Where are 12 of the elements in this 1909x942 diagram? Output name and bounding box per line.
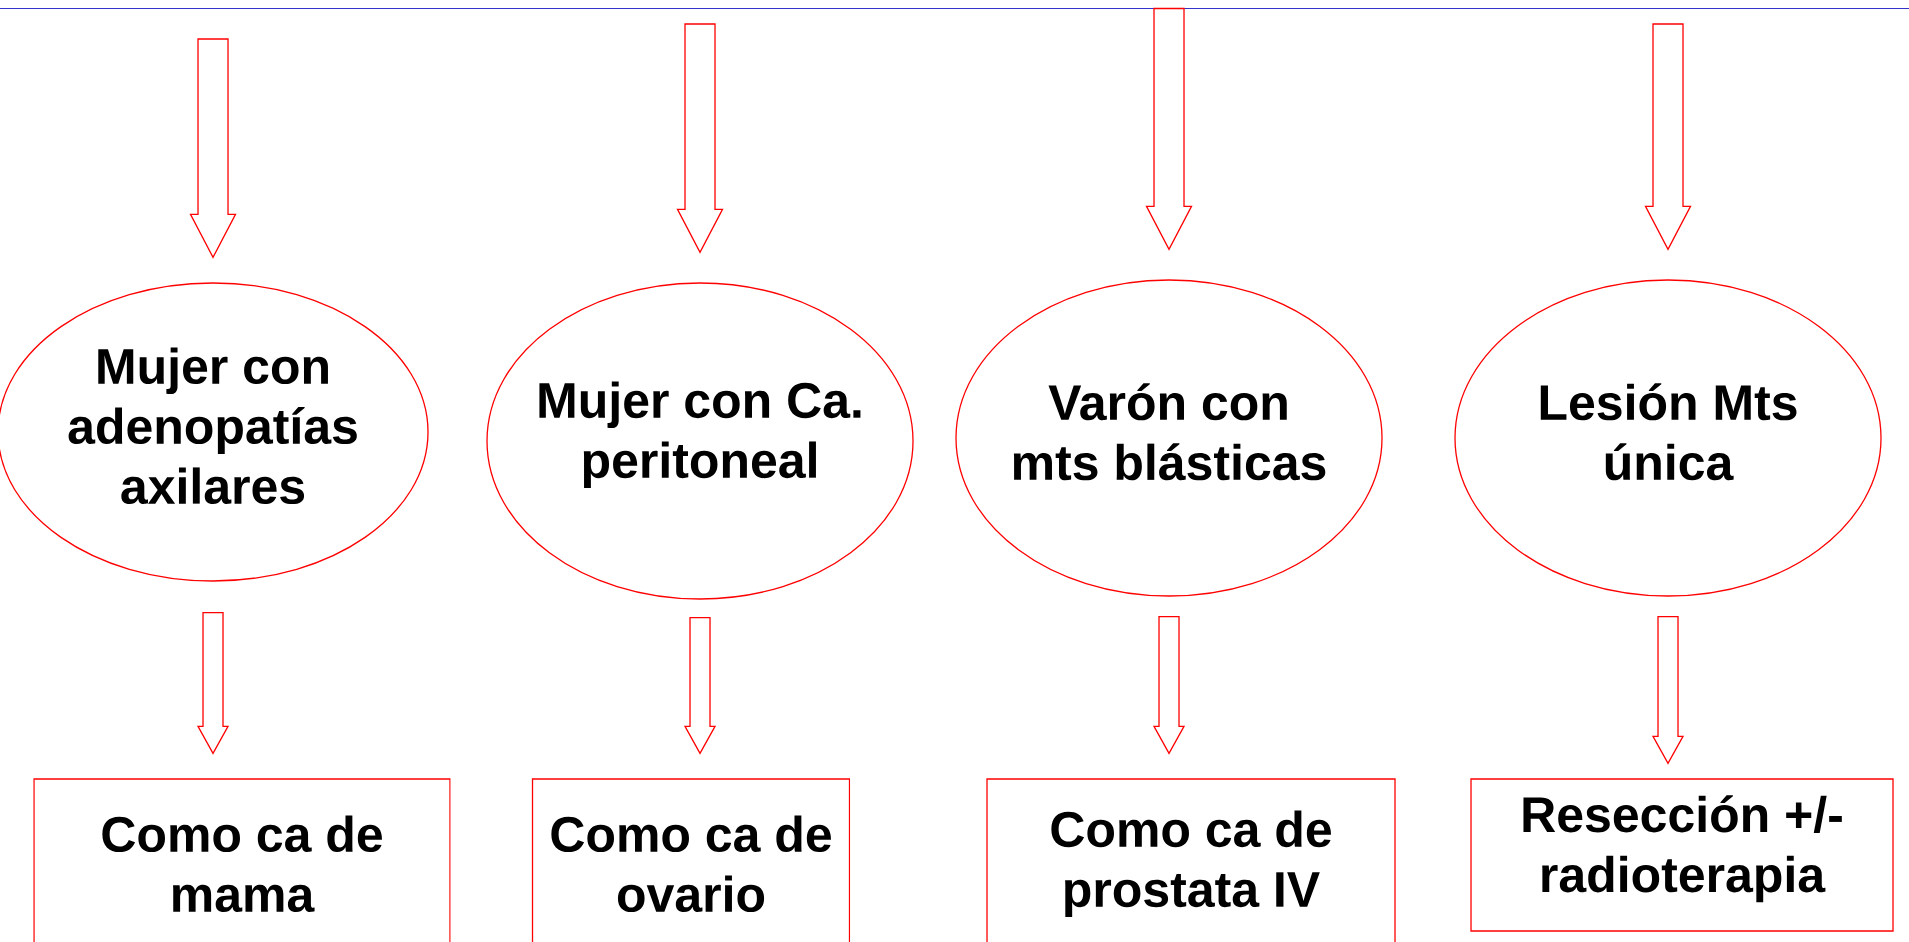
hollow-arrow — [676, 23, 724, 254]
process-box: Como ca de prostata IV — [986, 778, 1396, 942]
process-box: Como ca de ovario — [531, 778, 851, 942]
hollow-arrow — [196, 612, 230, 755]
process-box: Resección +/- radioterapia — [1470, 778, 1894, 932]
process-box: Como ca de mama — [33, 778, 451, 942]
hollow-arrow — [189, 38, 237, 259]
hollow-arrow — [1644, 23, 1692, 251]
hollow-arrow — [683, 617, 717, 755]
hollow-arrow — [1152, 616, 1186, 755]
hollow-arrow — [1145, 7, 1193, 251]
hollow-arrow — [1651, 616, 1685, 765]
